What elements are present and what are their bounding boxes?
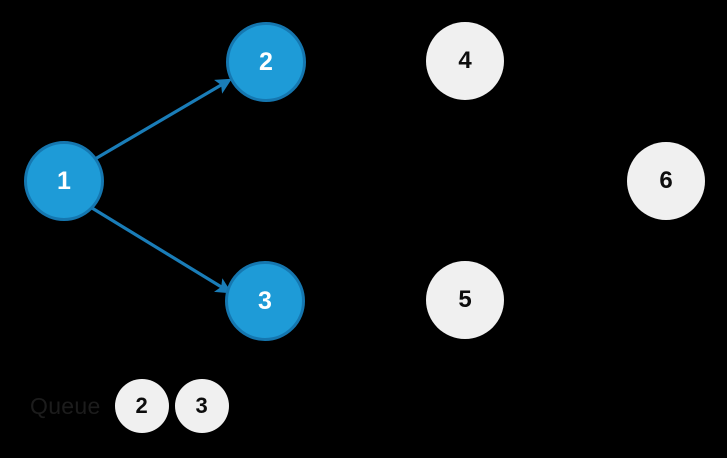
graph-node-5[interactable]: 5 xyxy=(426,261,504,339)
graph-node-label: 3 xyxy=(258,286,272,315)
queue-item[interactable]: 2 xyxy=(114,379,169,433)
queue-item[interactable]: 3 xyxy=(174,379,229,433)
graph-node-4[interactable]: 4 xyxy=(426,22,504,100)
graph-edge-1-to-3 xyxy=(91,206,232,294)
graph-node-label: 6 xyxy=(659,167,673,194)
graph-node-1[interactable]: 1 xyxy=(24,141,104,221)
queue-item-label: 3 xyxy=(195,393,208,418)
graph-edge-1-to-2 xyxy=(94,78,232,161)
graph-node-label: 4 xyxy=(458,47,472,74)
graph-node-label: 2 xyxy=(259,47,273,76)
graph-node-6[interactable]: 6 xyxy=(627,142,705,220)
graph-node-label: 5 xyxy=(458,286,472,313)
queue-item-label: 2 xyxy=(135,393,148,418)
graph-node-3[interactable]: 3 xyxy=(225,261,305,341)
queue-label: Queue xyxy=(30,392,101,419)
graph-node-label: 1 xyxy=(57,166,71,195)
graph-node-2[interactable]: 2 xyxy=(226,22,306,102)
